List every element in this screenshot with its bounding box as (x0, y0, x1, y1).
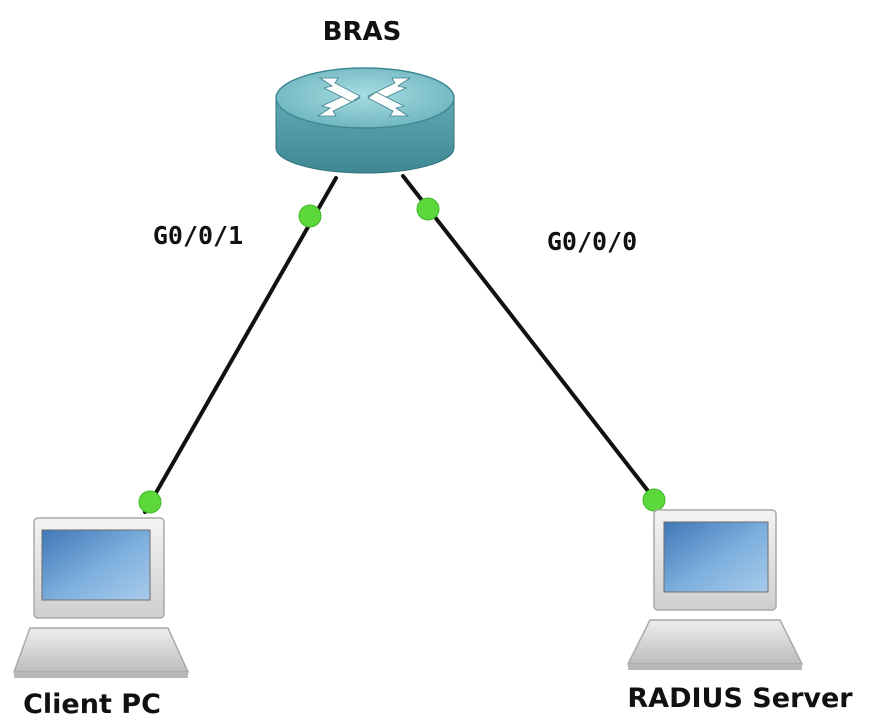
pc-client[interactable] (12, 517, 190, 678)
router-bras[interactable] (275, 67, 455, 174)
port-g0-0-1-router-end[interactable] (298, 204, 322, 228)
router-label: BRAS (323, 17, 402, 47)
client-label: Client PC (23, 689, 161, 720)
interface-label-right: G0/0/0 (547, 227, 637, 256)
client-base-edge (14, 672, 188, 678)
port-radius-end[interactable] (642, 488, 666, 512)
router-top (275, 67, 455, 129)
client-keyboard-base (12, 627, 190, 673)
port-client-end[interactable] (138, 490, 162, 514)
client-screen (41, 529, 151, 601)
router-arrows-icon (316, 77, 412, 117)
pc-radius-server[interactable] (626, 509, 804, 670)
interface-label-left: G0/0/1 (153, 221, 243, 250)
port-g0-0-0-router-end[interactable] (416, 197, 440, 221)
server-base-edge (628, 664, 802, 670)
server-screen (663, 521, 769, 593)
link-bras-to-client[interactable] (143, 176, 338, 514)
server-label: RADIUS Server (627, 683, 853, 714)
link-bras-to-radius[interactable] (401, 174, 657, 502)
server-keyboard-base (626, 619, 804, 665)
